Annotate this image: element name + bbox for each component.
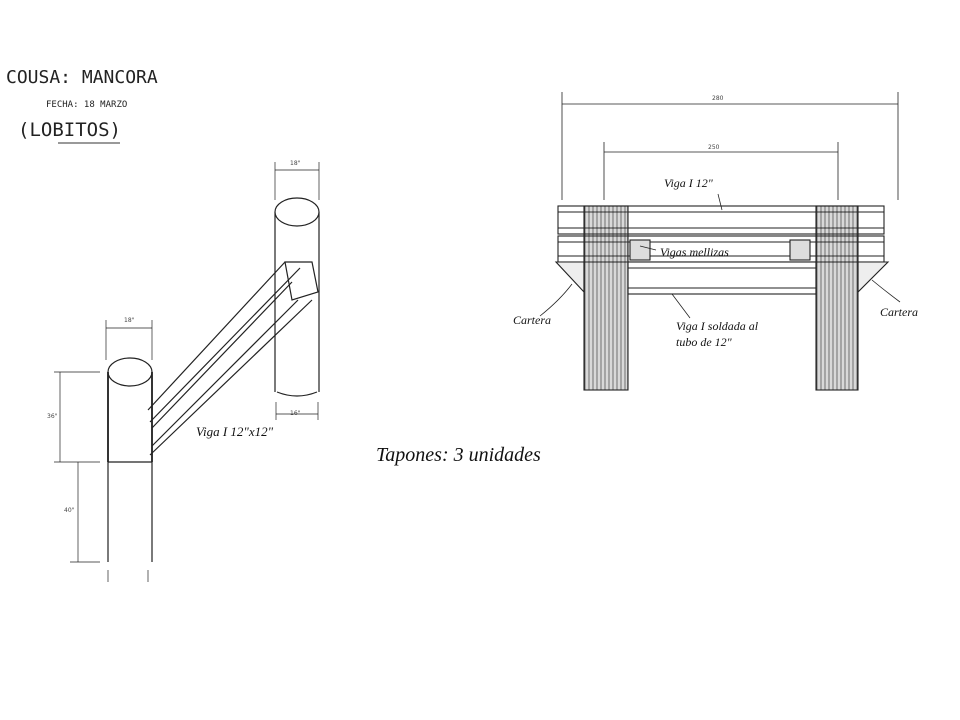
left-column (107, 357, 153, 562)
dim-top-label: 18" (290, 160, 301, 167)
bracket-left-label: Cartera (513, 313, 551, 327)
dim-right-bottom-label: 16" (290, 410, 301, 417)
caption-text: Tapones: 3 unidades (376, 444, 541, 466)
beam-label: Viga I 12"x12" (196, 424, 274, 439)
dim-vertical-lower-label: 40" (64, 507, 75, 514)
welded-beam (627, 261, 817, 295)
bracket-right-label: Cartera (880, 305, 918, 319)
dim-overall-label: 280 (712, 95, 724, 102)
project-title: COUSA: MANCORA (6, 67, 158, 88)
site-name: (LOBITOS) (18, 119, 121, 141)
dimension-lines-left (54, 162, 320, 582)
welded-beam-label-line2: tubo de 12" (676, 335, 733, 349)
date-text: FECHA: 18 MARZO (46, 100, 127, 110)
column-right (815, 205, 859, 391)
diagonal-beam (147, 261, 313, 456)
dim-mid-label: 18" (124, 317, 135, 324)
header-block: COUSA: MANCORA FECHA: 18 MARZO (LOBITOS) (6, 67, 158, 144)
welded-beam-label-line1: Viga I soldada al (676, 319, 759, 333)
column-left (583, 205, 629, 391)
dim-vertical-upper-label: 36" (47, 413, 58, 420)
bracket-right (857, 261, 890, 294)
top-beam-label: Viga I 12" (664, 176, 714, 190)
dim-inner-label: 250 (708, 144, 720, 151)
dimension-lines-right (561, 92, 899, 200)
leader-lines (539, 193, 901, 319)
twin-beams-label: Vigas mellizas (660, 245, 729, 259)
elevation-drawing: 280 250 (513, 92, 918, 391)
isometric-drawing: 18" 18" 16" 36" 40" Viga I 12"x12" (47, 160, 320, 582)
right-column (274, 197, 320, 397)
bracket-left (554, 261, 585, 294)
